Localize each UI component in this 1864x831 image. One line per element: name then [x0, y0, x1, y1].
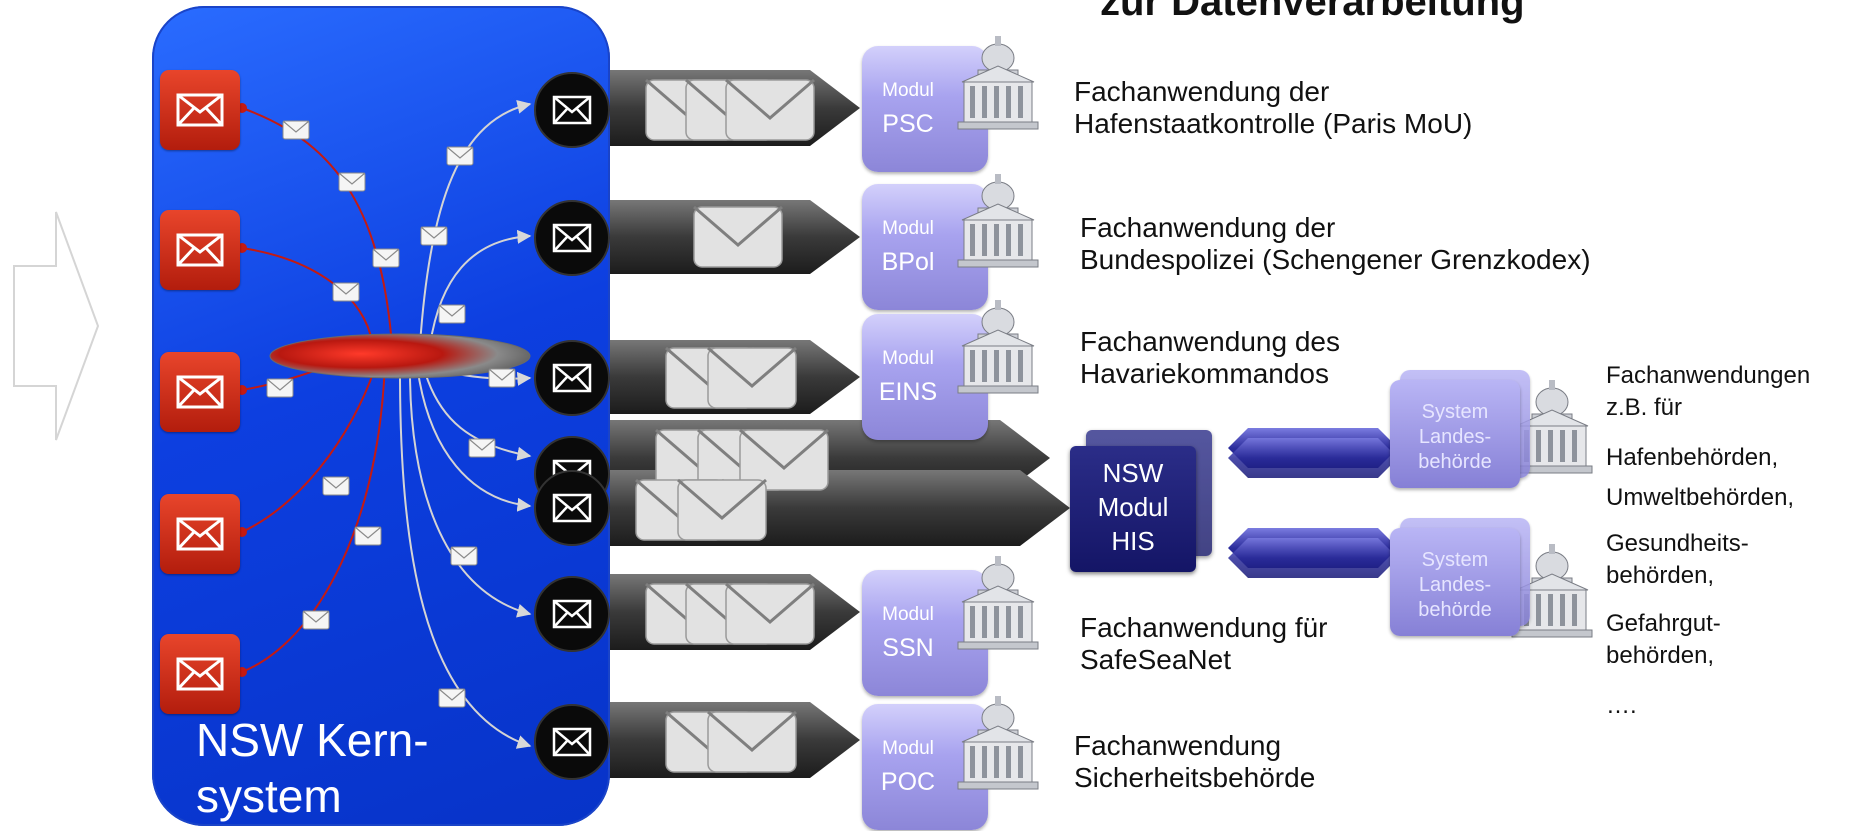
output-node-his	[534, 470, 610, 546]
outbound-lines	[399, 99, 532, 749]
state-arrow-2	[1228, 528, 1398, 578]
envelope-icon	[552, 363, 592, 393]
right-list-item: z.B. für	[1606, 394, 1683, 421]
distributor-disc	[269, 333, 531, 379]
right-list-item: ….	[1606, 692, 1637, 719]
module-psc-description: Fachanwendung der Hafenstaatkontrolle (P…	[1074, 76, 1473, 139]
envelope-icon	[552, 95, 592, 125]
right-list-item: Gefahrgut-	[1606, 610, 1721, 637]
right-list-item: Umweltbehörden,	[1606, 484, 1795, 511]
output-node-poc	[534, 704, 610, 780]
envelope-icon	[176, 233, 224, 267]
source-envelope-4	[160, 494, 240, 574]
module-eins-description: Fachanwendung des Havariekommandos	[1080, 326, 1340, 389]
state-arrow-1	[1228, 428, 1398, 478]
envelope-icon	[176, 657, 224, 691]
right-list-item: behörden,	[1606, 562, 1715, 589]
module-poc-description: Fachanwendung Sicherheitsbehörde	[1074, 730, 1316, 793]
source-envelope-3	[160, 352, 240, 432]
right-list-item: Hafenbehörden,	[1606, 444, 1779, 471]
output-node-psc	[534, 72, 610, 148]
state-system-1: System Landes- behörde	[1390, 380, 1520, 488]
source-envelope-5	[160, 634, 240, 714]
diagram-heading: zur Datenverarbeitung	[1100, 0, 1525, 24]
envelope-icon	[176, 93, 224, 127]
envelope-icon	[552, 493, 592, 523]
envelope-icon	[176, 375, 224, 409]
envelope-icon	[176, 517, 224, 551]
envelope-icon	[552, 727, 592, 757]
right-list-item: Fachanwendungen	[1606, 362, 1811, 389]
module-eins: Modul EINS	[862, 314, 988, 440]
output-node-bpol	[534, 200, 610, 276]
module-ssn-description: Fachanwendung für SafeSeaNet	[1080, 612, 1328, 675]
envelope-icon	[552, 223, 592, 253]
right-list-item: behörden,	[1606, 642, 1715, 669]
his-module: NSW Modul HIS	[1070, 446, 1196, 572]
envelope-icon	[552, 599, 592, 629]
input-arrow-icon	[13, 211, 100, 441]
source-envelope-2	[160, 210, 240, 290]
core-system-label: NSW Kern- system	[196, 714, 429, 822]
output-node-eins	[534, 340, 610, 416]
right-list-item: Gesundheits-	[1606, 530, 1749, 557]
state-system-2: System Landes- behörde	[1390, 528, 1520, 636]
output-node-ssn	[534, 576, 610, 652]
module-bpol-description: Fachanwendung der Bundespolizei (Schenge…	[1080, 212, 1591, 275]
source-envelope-1	[160, 70, 240, 150]
